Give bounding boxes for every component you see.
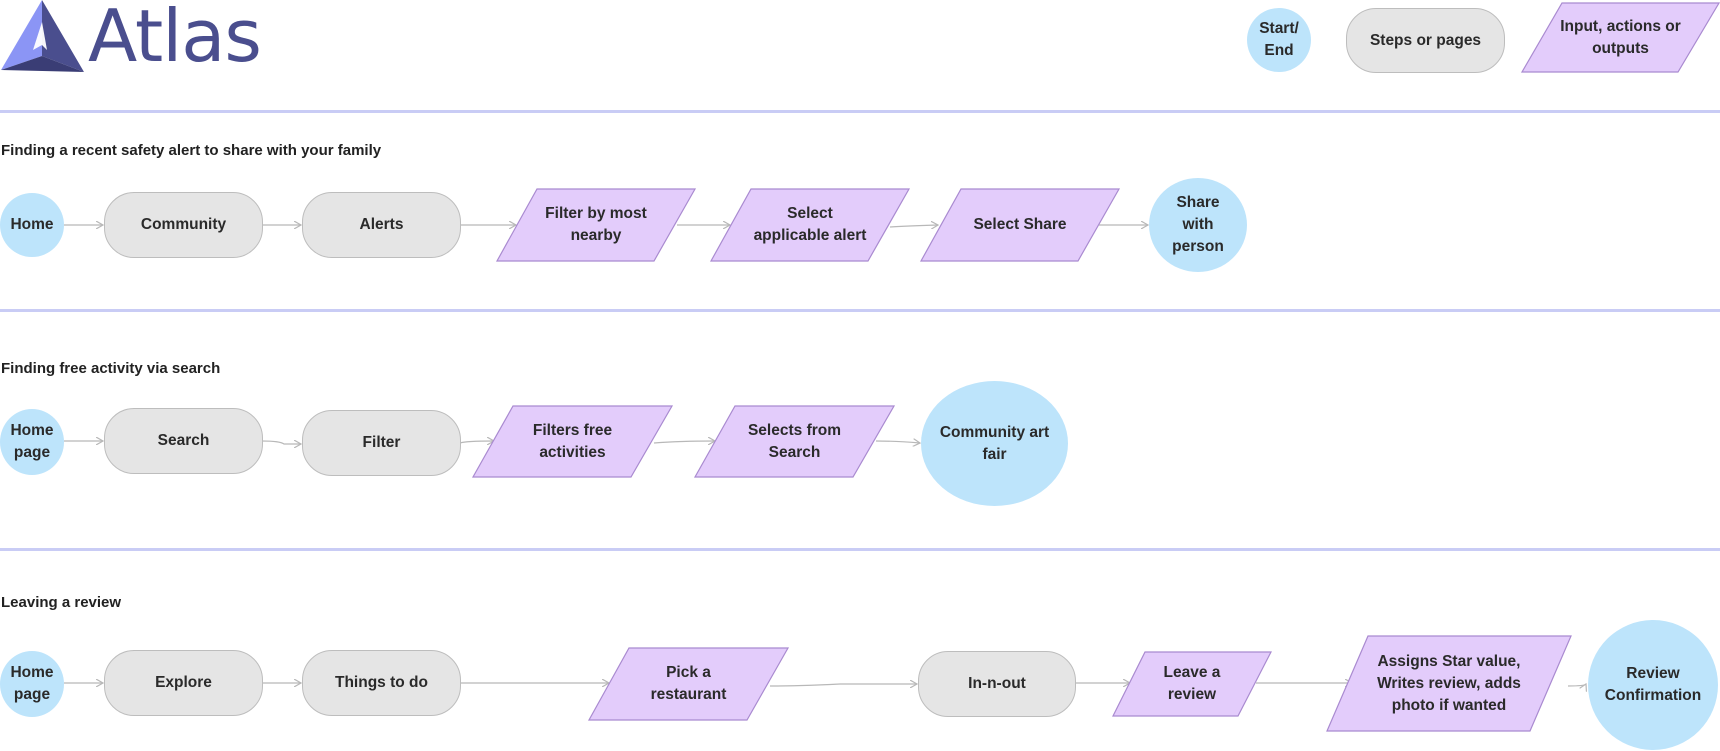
node-label: Home page (10, 664, 54, 703)
parallelogram-shape (919, 188, 1121, 262)
flow1-step-alerts: Alerts (302, 192, 461, 258)
parallelogram-shape (1112, 651, 1272, 717)
node-label: Select Share (973, 216, 1067, 233)
node-label: Selects from Search (747, 421, 842, 461)
logo-mark-icon (1, 0, 84, 72)
node-label: Community (140, 216, 227, 233)
parallelogram-shape (1520, 2, 1720, 73)
flow3-input-leave-review: Leave a review (1112, 651, 1272, 717)
parallelogram-shape (693, 405, 896, 478)
parallelogram-shape (587, 647, 790, 721)
parallelogram-shape (495, 188, 697, 262)
divider (0, 110, 1720, 113)
legend-inputs: Input, actions or outputs (1520, 2, 1720, 73)
flow-title: Finding free activity via search (1, 360, 221, 377)
flow1-start-home: Home (0, 193, 64, 257)
node-label: Review Confirmation (1604, 665, 1702, 704)
node-label: Assigns Star value, Writes review, adds … (1377, 652, 1521, 714)
node-label: Share with person (1172, 194, 1224, 255)
legend-start-end: Start/ End (1247, 8, 1311, 72)
node-label: Home page (10, 422, 54, 461)
flow2-end-art-fair: Community art fair (921, 381, 1068, 506)
parallelogram-shape (471, 405, 674, 478)
flow1-input-filter: Filter by most nearby (495, 188, 697, 262)
node-label: Home (10, 216, 54, 233)
flow2-start-home: Home page (0, 409, 64, 475)
flow1-step-community: Community (104, 192, 263, 258)
flow2-step-search: Search (104, 408, 263, 474)
flow2-input-selects: Selects from Search (693, 405, 896, 478)
flow3-step-in-n-out: In-n-out (918, 651, 1076, 717)
legend-inputs-label: Input, actions or outputs (1560, 17, 1681, 57)
node-label: Select applicable alert (753, 205, 867, 244)
parallelogram-shape (1326, 635, 1572, 732)
divider (0, 548, 1720, 551)
legend-steps-label: Steps or pages (1369, 31, 1482, 49)
logo-text: Atlas (88, 0, 262, 78)
flow3-step-explore: Explore (104, 650, 263, 716)
node-label: Filters free activities (532, 421, 613, 461)
flow3-input-pick-restaurant: Pick a restaurant (587, 647, 790, 721)
flow1-input-select-alert: Select applicable alert (709, 188, 911, 262)
atlas-logo: Atlas (0, 0, 262, 76)
node-label: In-n-out (968, 675, 1026, 692)
node-label: Filter by most nearby (545, 205, 647, 244)
legend-start-end-label: Start/ End (1259, 20, 1299, 59)
node-label: Explore (155, 674, 212, 691)
node-label: Alerts (359, 216, 404, 233)
flow-title: Finding a recent safety alert to share w… (1, 142, 382, 159)
flow1-end-share: Share with person (1149, 178, 1247, 272)
node-label: Things to do (335, 674, 428, 691)
flow1-input-select-share: Select Share (919, 188, 1121, 262)
divider (0, 309, 1720, 312)
flow3-input-assigns-star: Assigns Star value, Writes review, adds … (1326, 635, 1572, 732)
node-label: Search (157, 432, 210, 449)
node-label: Leave a review (1163, 664, 1221, 703)
parallelogram-shape (709, 188, 911, 262)
flow3-start-home: Home page (0, 651, 64, 717)
flow2-step-filter: Filter (302, 410, 461, 476)
flow2-input-filters-free: Filters free activities (471, 405, 674, 478)
legend-steps: Steps or pages (1346, 8, 1505, 73)
flow-title: Leaving a review (1, 594, 122, 611)
flow3-step-things-to-do: Things to do (302, 650, 461, 716)
flow3-end-review-confirmation: Review Confirmation (1588, 620, 1718, 750)
node-label: Pick a restaurant (650, 664, 727, 703)
node-label: Filter (362, 434, 401, 451)
node-label: Community art fair (939, 423, 1050, 463)
